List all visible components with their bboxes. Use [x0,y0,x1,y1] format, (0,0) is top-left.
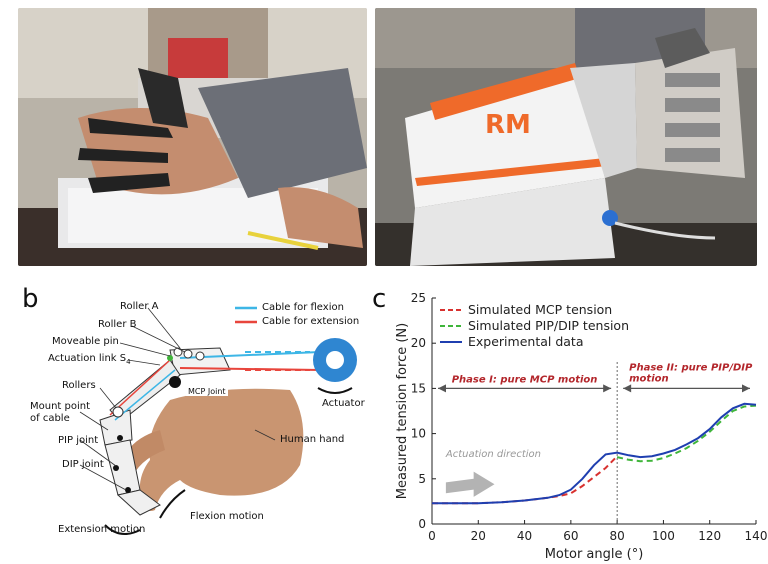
phase2-label-line1: Phase II: pure PIP/DIP [629,362,753,373]
legend-label-1: Simulated PIP/DIP tension [468,318,629,333]
y-tick-label: 5 [418,472,426,486]
y-tick-label: 25 [411,291,426,305]
x-tick-label: 120 [698,529,721,543]
series-line-2 [432,402,757,505]
x-tick-label: 20 [471,529,486,543]
phase2-arrowhead-right [742,384,750,393]
label-rollers: Rollers [62,380,96,391]
actuation-direction-label: Actuation direction [445,449,541,460]
y-tick-label: 20 [411,336,426,350]
human-hand [139,388,304,511]
panel-label-c: c [372,284,387,314]
photo-right-robotic-hand: RM [375,8,757,266]
x-tick-label: 0 [428,529,436,543]
label-human-hand: Human hand [280,434,345,445]
x-tick-label: 140 [745,529,768,543]
label-actuation-link: Actuation link S4 [48,353,131,366]
legend-extension-label: Cable for extension [262,316,360,327]
y-tick-label: 15 [411,381,426,395]
rm-logo: RM [485,110,531,140]
label-flexion-motion: Flexion motion [190,511,264,522]
legend-label-2: Experimental data [468,334,584,349]
label-pip-joint: PIP joint [58,435,99,446]
mechanism-diagram [79,306,357,535]
phase2-label-line2: motion [629,373,669,384]
phase1-label: Phase I: pure MCP motion [452,374,598,385]
y-tick-label: 10 [411,427,426,441]
photo-right-illustration: RM [375,8,757,266]
x-tick-label: 40 [517,529,532,543]
label-extension-motion: Extension motion [58,524,146,535]
photo-left-illustration [18,8,367,266]
series-line-1 [616,404,757,463]
y-tick-label: 0 [418,517,426,531]
panel-label-b: b [22,284,39,314]
y-axis-label: Measured tension force (N) [395,323,410,499]
x-tick-label: 80 [610,529,625,543]
photo-left-exoskeleton [18,8,367,266]
chart-annotations: Phase I: pure MCP motion Phase II: pure P… [438,362,753,524]
mcp-joint-dot [169,376,181,388]
phase2-arrowhead-left [623,384,632,393]
legend-flexion-label: Cable for flexion [262,302,344,313]
label-mcp-joint: MCP Joint [186,387,228,396]
x-tick-label: 100 [652,529,675,543]
label-roller-a: Roller A [120,301,159,312]
label-roller-b: Roller B [98,319,137,330]
label-moveable-pin: Moveable pin [52,336,119,347]
legend-label-0: Simulated MCP tension [468,302,612,317]
label-dip-joint: DIP joint [62,459,104,470]
label-actuator: Actuator [322,398,365,409]
series-line-0 [432,455,618,505]
chart-series [432,402,757,505]
phase1-arrowhead-left [438,384,446,393]
x-tick-label: 60 [563,529,578,543]
phase1-arrowhead-right [603,384,612,393]
actuation-direction-arrow [445,471,495,497]
x-axis-label: Motor angle (°) [545,547,644,562]
